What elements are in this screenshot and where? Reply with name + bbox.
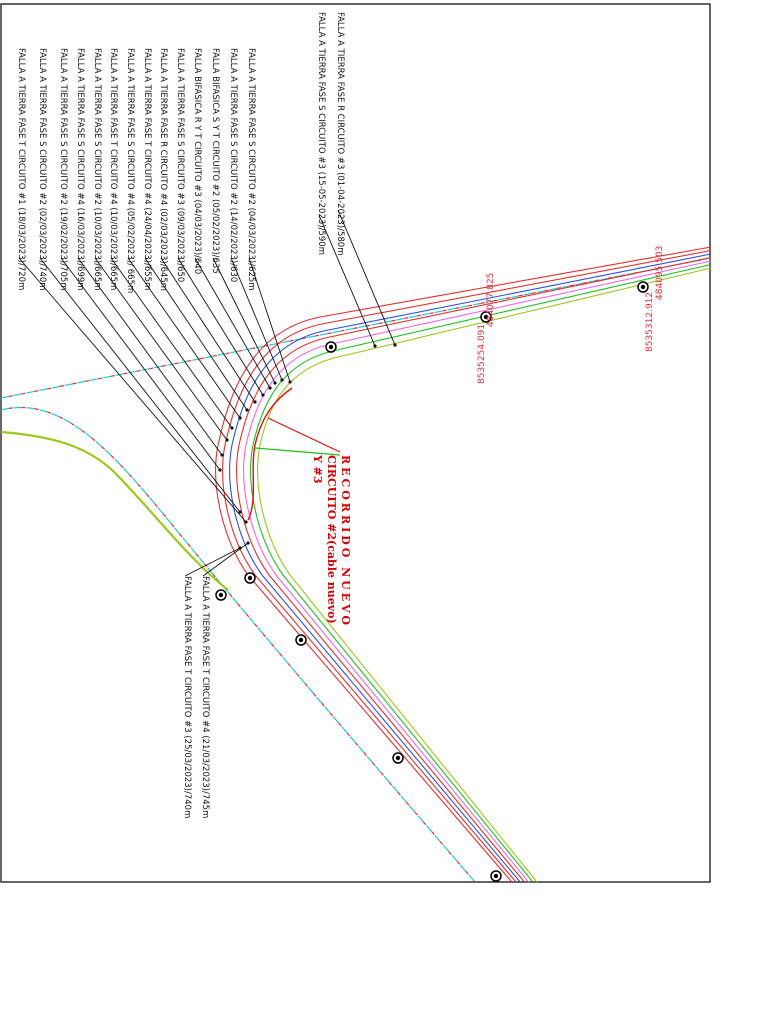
fault-note: FALLA A TIERRA FASE T CIRCUITO #4 (10/03… — [108, 48, 118, 290]
fault-point — [246, 541, 250, 545]
fault-point — [288, 380, 292, 384]
fault-note: FALLA A TIERRA FASE S CIRCUITO #4 (16/03… — [75, 48, 85, 291]
fault-point — [244, 520, 248, 524]
fault-notes-top: FALLA A TIERRA FASE R CIRCUITO #3 (01-04… — [316, 12, 345, 255]
fault-leader — [18, 257, 247, 523]
fault-note: FALLA A TIERRA FASE R CIRCUITO #3 (01-04… — [335, 12, 345, 255]
coordinate-northing: 8535312.912 — [645, 292, 655, 352]
recorrido-label: RECORRIDO NUEVO CIRCUITO #2(cable nuevo)… — [311, 454, 352, 625]
green-boundary-line — [0, 430, 229, 591]
pole-marker — [392, 752, 404, 764]
fault-leader — [94, 257, 228, 441]
fault-note: FALLA A TIERRA FASE S CIRCUITO #3 (09/03… — [175, 48, 185, 282]
fault-note: FALLA A TIERRA FASE S CIRCUITO #2 (10/03… — [92, 48, 102, 291]
coordinate-northing: 8535254.091 — [477, 324, 487, 384]
cable-red — [222, 249, 712, 883]
fault-point — [225, 438, 229, 442]
fault-note: FALLA A TIERRA FASE S CIRCUITO #2 (14/02… — [228, 48, 238, 282]
recorrido-leader — [267, 417, 341, 453]
fault-point — [218, 468, 222, 472]
fault-point — [280, 378, 284, 382]
recorrido-label-line-3: Y #3 — [311, 454, 324, 484]
fault-point — [220, 453, 224, 457]
right-of-way-red-dash — [0, 406, 476, 883]
fault-note: FALLA A TIERRA FASE S CIRCUITO #4 (05/02… — [125, 48, 135, 293]
fault-note: FALLA A TIERRA FASE S CIRCUITO #2 (02/03… — [37, 48, 47, 291]
recorrido-nuevo-outline — [247, 387, 293, 521]
fault-leader — [77, 257, 223, 456]
cable-pink — [243, 260, 712, 883]
fault-note: FALLA A TIERRA FASE S CIRCUITO #2 (19/02… — [58, 48, 68, 291]
fault-leader — [230, 257, 283, 381]
fault-note: FALLA A TIERRA FASE S CIRCUITO #3 (15-05… — [316, 12, 326, 255]
fault-leader — [337, 209, 396, 346]
cable-blue — [229, 253, 712, 883]
fault-note: FALLA A TIERRA FASE S CIRCUITO #2 (04/03… — [246, 48, 256, 291]
fault-point — [261, 393, 265, 397]
fault-note: FALLA A TIERRA FASE T CIRCUITO #3 (25/03… — [182, 576, 192, 818]
fault-point — [253, 400, 257, 404]
fault-leader — [194, 257, 271, 389]
fault-note: FALLA A TIERRA FASE T CIRCUITO #4 (21/03… — [200, 576, 210, 818]
fault-leader — [127, 257, 241, 419]
fault-note: FALLA BIFASICA R Y T CIRCUITO #3 (04/03/… — [192, 48, 202, 274]
drawing-frame — [0, 3, 711, 883]
coordinate-easting: 484077.825 — [486, 273, 496, 327]
coordinate-label: 484077.825 8535254.091 — [477, 273, 496, 384]
fault-notes-bottom: FALLA A TIERRA FASE T CIRCUITO #4 (21/03… — [182, 576, 210, 818]
fault-leader — [184, 547, 241, 577]
fault-leader-lines — [18, 209, 397, 577]
fault-leader — [177, 257, 264, 396]
fault-point — [268, 386, 272, 390]
right-of-way-red-dash — [0, 257, 712, 399]
right-of-way-line-left — [0, 406, 476, 883]
fault-notes-left: FALLA A TIERRA FASE S CIRCUITO #2 (04/03… — [16, 48, 256, 293]
pole-marker — [637, 281, 649, 293]
coordinate-label: 484095.503 8535312.912 — [645, 246, 665, 352]
fault-point — [238, 416, 242, 420]
recorrido-green-leader — [254, 447, 341, 456]
pole-marker — [215, 589, 227, 601]
poles — [215, 281, 649, 882]
pole-marker — [480, 311, 492, 323]
fault-leader — [212, 257, 276, 384]
fault-point — [273, 381, 277, 385]
fault-note: FALLA BIFASICA S Y T CIRCUITO #2 (05/02/… — [210, 48, 220, 274]
fault-leader — [144, 257, 248, 411]
fault-point — [230, 426, 234, 430]
fault-point — [238, 546, 242, 550]
cable-green — [250, 263, 712, 883]
fault-note: FALLA A TIERRA FASE R CIRCUITO #4 (02/03… — [158, 48, 168, 291]
pole-marker — [325, 341, 337, 353]
cable-bundle — [215, 246, 712, 883]
fault-leader — [110, 257, 233, 429]
fault-note: FALLA A TIERRA FASE T CIRCUITO #4 (24/04… — [142, 48, 152, 290]
fault-leader — [60, 257, 221, 471]
fault-note: FALLA A TIERRA FASE T CIRCUITO #1 (18/03… — [16, 48, 26, 290]
fault-point — [245, 408, 249, 412]
fault-leader — [39, 257, 241, 513]
fault-leader — [248, 257, 291, 383]
cable-red-inner — [236, 256, 712, 883]
fault-leader — [160, 257, 256, 403]
fault-point — [238, 510, 242, 514]
fault-leader — [318, 214, 376, 347]
cable-red-outer — [215, 246, 712, 883]
recorrido-label-line-1: RECORRIDO NUEVO — [339, 455, 352, 625]
coordinate-easting: 484095.503 — [655, 246, 665, 300]
pole-marker — [295, 634, 307, 646]
fault-point — [393, 343, 397, 347]
pole-marker — [490, 870, 502, 882]
pole-marker — [244, 572, 256, 584]
recorrido-label-line-2: CIRCUITO #2(cable nuevo) — [325, 455, 338, 624]
cable-lime — [257, 267, 712, 883]
fault-point — [373, 344, 377, 348]
